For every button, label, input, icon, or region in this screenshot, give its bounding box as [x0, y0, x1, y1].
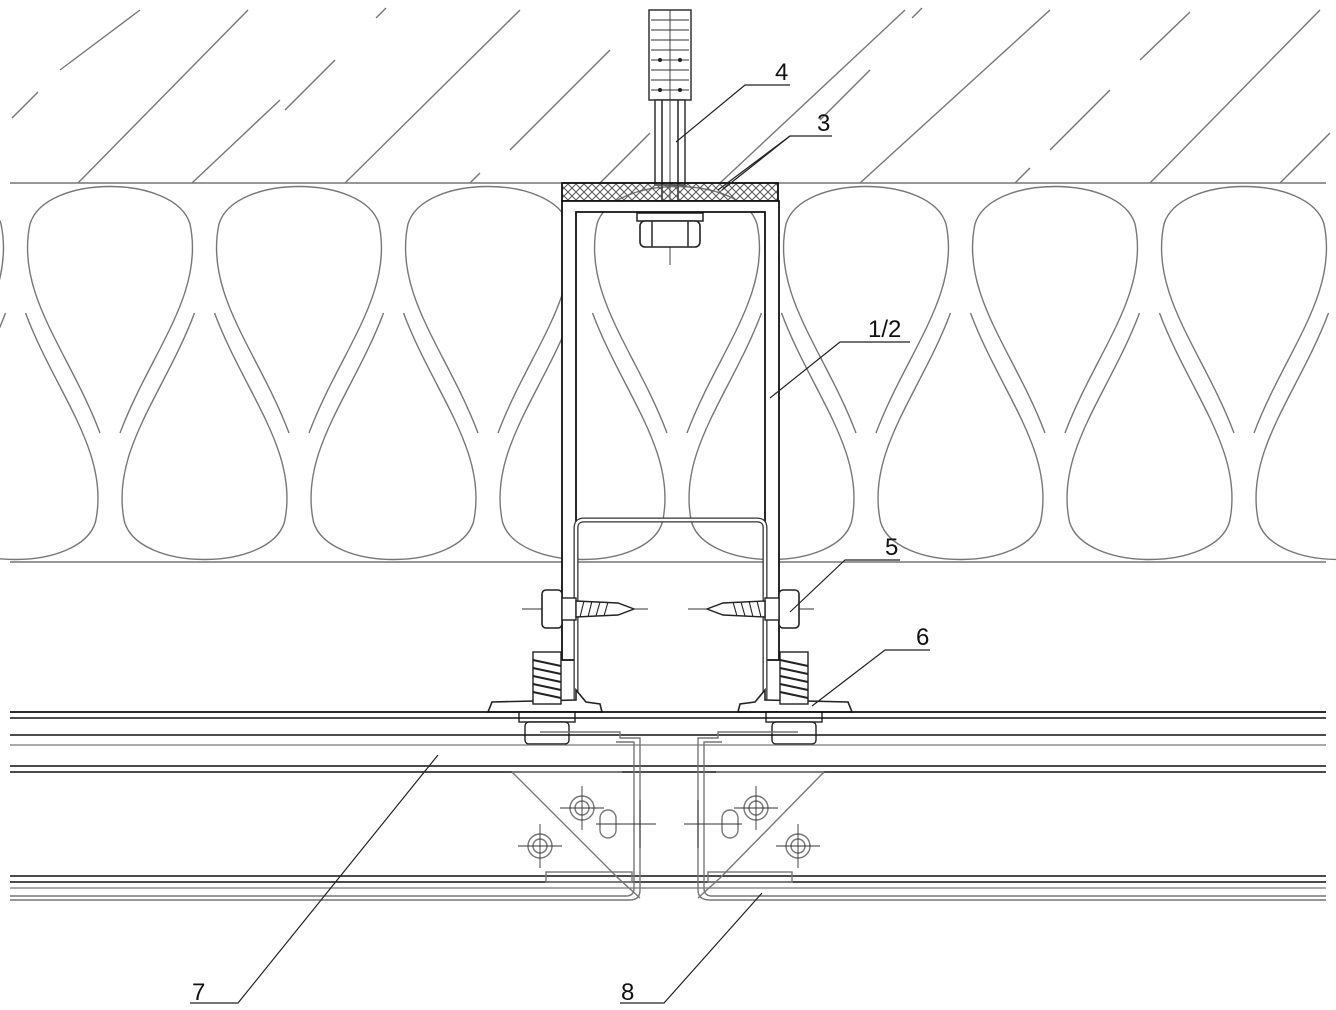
callout-label-4: 4 — [775, 59, 788, 86]
callout-label-6: 6 — [916, 624, 929, 651]
clip-fastener-right — [765, 651, 823, 745]
facade-panel-lines — [10, 711, 1326, 889]
clip-fastener-left — [518, 651, 576, 745]
self-drilling-screw-right — [688, 589, 814, 629]
anchor-bolt — [636, 9, 704, 265]
leader-lines — [190, 84, 930, 1004]
panel-hook-left — [10, 731, 656, 901]
wall-hatch — [11, 7, 1331, 183]
wall-bracket — [561, 200, 780, 661]
callout-label-1-2: 1/2 — [868, 316, 901, 343]
callout-label-7: 7 — [192, 979, 205, 1006]
callout-label-5: 5 — [885, 534, 898, 561]
panel-hook-right — [684, 731, 1326, 901]
callout-label-3: 3 — [817, 110, 830, 137]
callout-label-8: 8 — [621, 979, 634, 1006]
self-drilling-screw-left — [522, 589, 648, 629]
thermal-isolation-pad — [561, 182, 779, 202]
